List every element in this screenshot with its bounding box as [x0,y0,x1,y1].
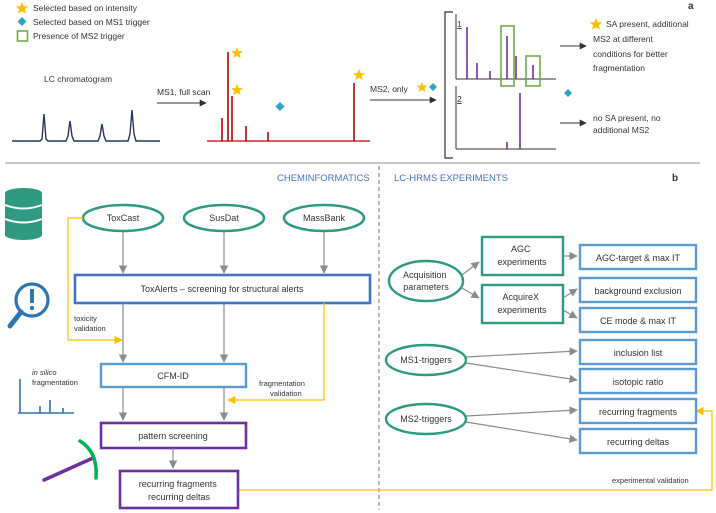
svg-text:MS2-triggers: MS2-triggers [400,414,452,424]
ms2-only-label: MS2, only [370,84,409,94]
result-2-text: no SA present, no additional MS2 [593,113,663,135]
legend-ms2-label: Presence of MS2 trigger [33,31,125,41]
svg-text:pattern screening: pattern screening [138,431,208,441]
star-icon [231,47,243,58]
lchrms-title: LC-HRMS EXPERIMENTS [394,173,508,184]
star-icon [589,18,603,30]
svg-text:SusDat: SusDat [209,213,239,223]
recurring-deltas-box: recurring deltas [578,427,698,455]
ms2-arrows [465,406,578,443]
agc-target-box: AGC-target & max IT [578,243,698,271]
source-susdat: SusDat [182,203,266,233]
ms1-spectrum [207,52,370,142]
svg-text:CFM-ID: CFM-ID [157,371,189,381]
database-icon [4,188,43,240]
ce-mode-box: CE mode & max IT [578,306,698,334]
cfm-id-box: CFM-ID [99,362,248,389]
lc-chromatogram-trace [12,109,160,142]
experiment-arrows [562,251,578,319]
spectrum-2-index: 2 [457,94,462,104]
fragmentation-icon-label: fragmentation [32,378,78,387]
svg-text:ToxAlerts – screening for stru: ToxAlerts – screening for structural ale… [140,284,304,294]
legend-intensity-label: Selected based on intensity [33,3,138,13]
inclusion-list-box: inclusion list [578,338,698,366]
panel-b-letter: b [672,173,678,184]
diamond-icon [564,89,572,97]
acquisition-arrows [461,261,480,299]
svg-text:AGC-target & max IT: AGC-target & max IT [596,253,681,263]
magnifier-alert-icon [7,282,50,329]
svg-text:recurring fragments re: recurring fragments recurring deltas [139,479,220,502]
toxalerts-box: ToxAlerts – screening for structural ale… [73,273,372,305]
ms1-triggers-node: MS1-triggers [384,343,468,377]
svg-text:background exclusion: background exclusion [594,286,681,296]
legend-ms1-label: Selected based on MS1 trigger [33,17,150,27]
star-icon [416,82,428,92]
green-box-icon [16,30,29,42]
pattern-screening-box: pattern screening [99,421,248,450]
results-bracket [444,11,453,159]
ms2-spectrum-2 [455,86,556,150]
panel-a-letter: a [688,1,694,12]
source-massbank: MassBank [282,203,366,233]
cfm-arrows [118,387,229,421]
svg-text:Acquisition parameters: Acquisition parameters [403,270,449,292]
svg-text:recurring fragments: recurring fragments [599,407,678,417]
cheminformatics-title: CHEMINFORMATICS [277,173,370,184]
acquirex-experiments-box: AcquireX experiments [480,283,565,325]
star-icon [15,2,29,14]
svg-text:isotopic ratio: isotopic ratio [613,377,664,387]
panel-b: b CHEMINFORMATICS LC-HRMS EXPERIMENTS in… [4,173,713,510]
star-icon [353,69,365,80]
svg-text:ToxCast: ToxCast [107,213,140,223]
svg-text:MS1-triggers: MS1-triggers [400,355,452,365]
recurring-fragments-box: recurring fragments [578,397,698,425]
pickaxe-icon [42,439,98,482]
agc-experiments-box: AGC experiments [480,235,565,277]
background-exclusion-box: background exclusion [578,276,698,304]
toxicity-validation-label: toxicity validation [74,314,106,333]
fragmentation-validation-label: fragmentation validation [259,379,307,398]
acquisition-parameters-node: Acquisition parameters [387,259,465,303]
ms2-spectrum-1 [455,14,556,87]
diamond-icon [17,17,27,26]
source-arrows [118,232,329,274]
toxalerts-arrows [118,303,229,363]
svg-text:AGC experiments: AGC experiments [497,244,547,267]
recurring-box: recurring fragments recurring deltas [118,469,240,510]
source-toxcast: ToxCast [81,203,165,233]
svg-text:MassBank: MassBank [303,213,346,223]
legend: Selected based on intensity Selected bas… [15,2,150,42]
in-silico-label: in silico [32,368,57,377]
lc-chromatogram-label: LC chromatogram [44,74,112,84]
svg-text:CE mode & max IT: CE mode & max IT [600,316,677,326]
diamond-icon [275,102,285,111]
panel-a: a Selected based on intensity Selected b… [12,1,694,159]
ms1-full-scan-label: MS1, full scan [157,87,211,97]
isotopic-ratio-box: isotopic ratio [578,367,698,395]
svg-text:recurring deltas: recurring deltas [607,437,670,447]
spectrum-icon [18,379,74,414]
diamond-icon [429,83,437,91]
ms1-arrows [465,347,578,384]
ms2-triggers-node: MS2-triggers [384,402,468,436]
svg-text:AcquireX experiments: AcquireX experiments [497,292,547,315]
spectrum-1-index: 1 [457,19,462,29]
yellow-validation-lines [67,217,713,491]
experimental-validation-label: experimental validation [612,476,689,485]
star-icon [231,84,243,95]
result-1-text: SA present, additional MS2 at different … [593,19,691,73]
svg-text:inclusion list: inclusion list [614,348,663,358]
